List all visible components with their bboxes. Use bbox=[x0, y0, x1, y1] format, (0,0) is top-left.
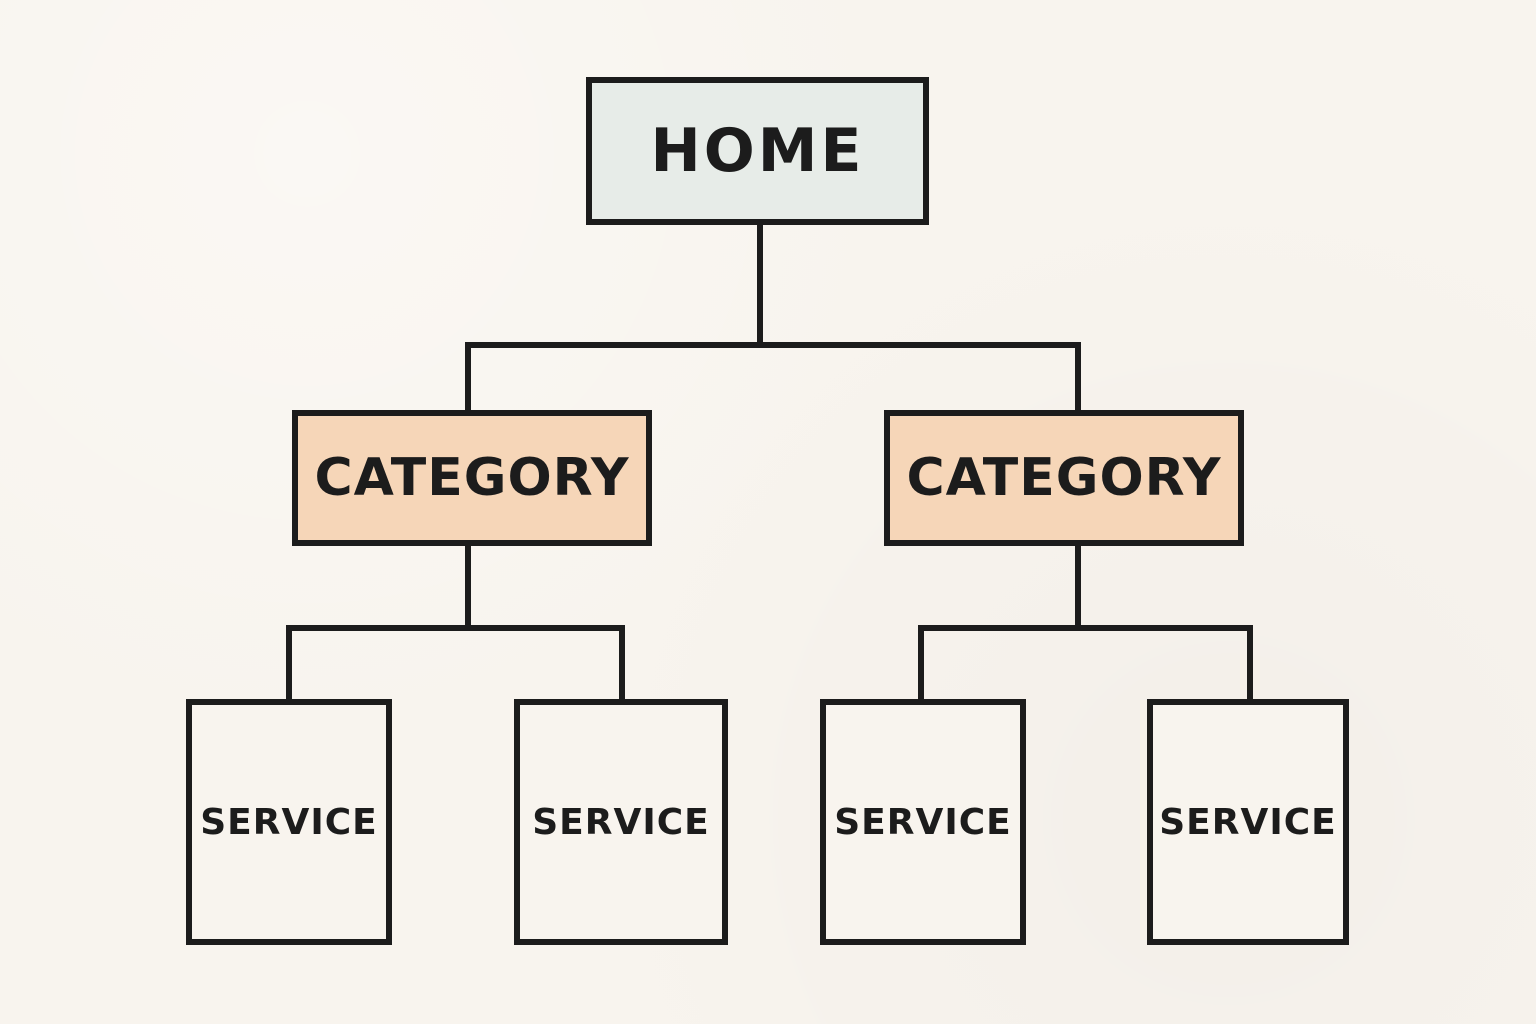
service-node-2: SERVICE bbox=[514, 699, 728, 945]
category-label-left: CATEGORY bbox=[314, 448, 630, 508]
category-node-left: CATEGORY bbox=[292, 410, 652, 546]
service-label-4: SERVICE bbox=[1159, 801, 1337, 843]
home-node: HOME bbox=[586, 77, 929, 225]
home-label: HOME bbox=[650, 116, 865, 186]
service-node-4: SERVICE bbox=[1147, 699, 1349, 945]
service-label-2: SERVICE bbox=[532, 801, 710, 843]
service-label-3: SERVICE bbox=[834, 801, 1012, 843]
service-node-1: SERVICE bbox=[186, 699, 392, 945]
service-label-1: SERVICE bbox=[200, 801, 378, 843]
service-node-3: SERVICE bbox=[820, 699, 1026, 945]
category-node-right: CATEGORY bbox=[884, 410, 1244, 546]
category-label-right: CATEGORY bbox=[906, 448, 1222, 508]
